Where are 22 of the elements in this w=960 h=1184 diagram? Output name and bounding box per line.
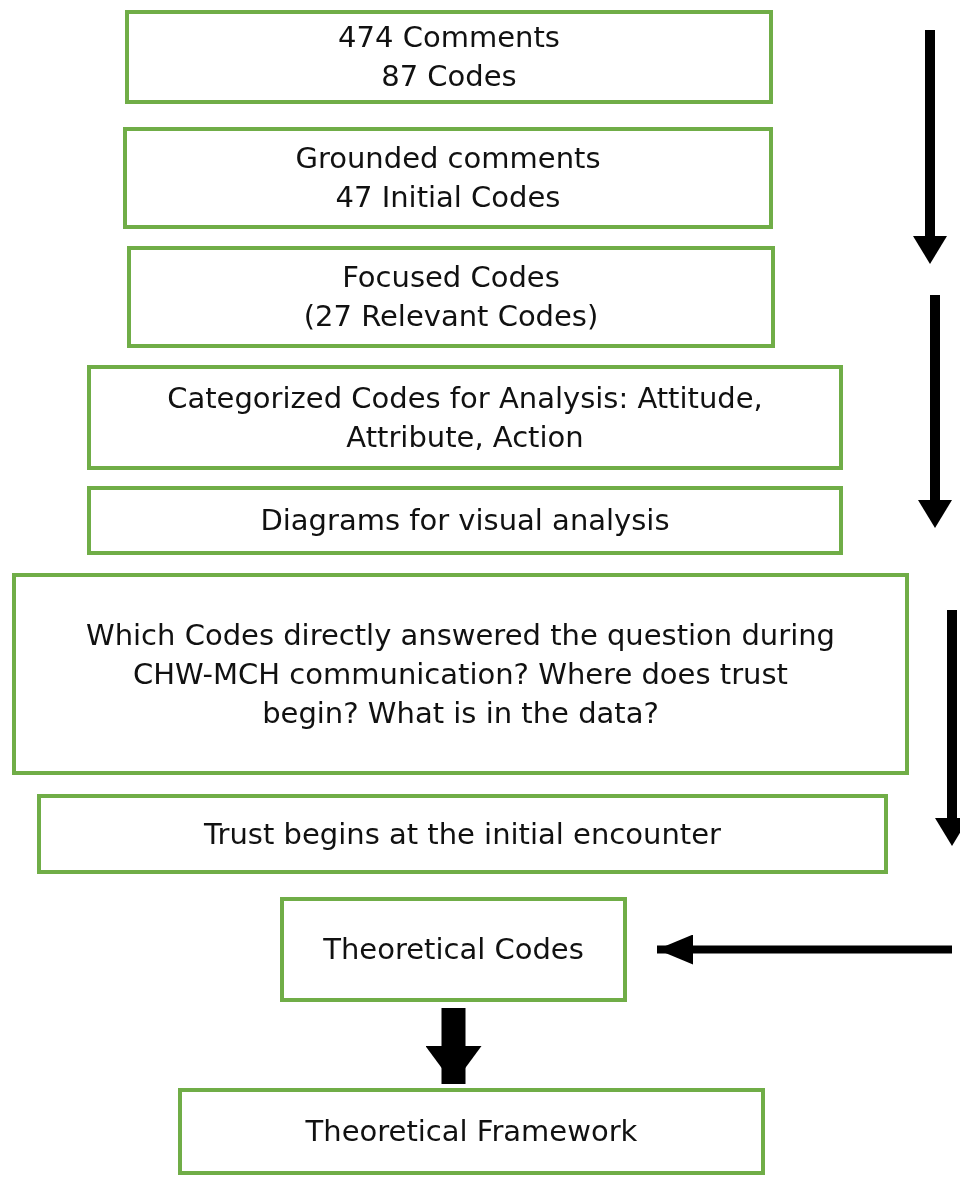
process-box — [178, 1088, 765, 1175]
process-box — [125, 10, 773, 104]
box-text: Theoretical Codes — [323, 931, 584, 968]
process-box — [123, 127, 773, 229]
box-text: Theoretical Framework — [305, 1113, 638, 1150]
box-text: Which Codes directly answered the question during CHW-MCH communication? Where does trust begin? What is in the data? — [85, 616, 836, 732]
box-text: 47 Initial Codes — [335, 179, 561, 216]
process-box — [87, 365, 843, 470]
box-text: Grounded comments — [295, 140, 601, 177]
box-text: Focused Codes — [342, 259, 560, 296]
process-box — [127, 246, 775, 348]
process-box — [87, 486, 843, 555]
process-box — [280, 897, 627, 1002]
process-box — [37, 794, 888, 874]
box-text: 474 Comments — [338, 19, 560, 56]
box-text: Diagrams for visual analysis — [260, 502, 670, 539]
box-text: Categorized Codes for Analysis: Attitude, Attribute, Action — [166, 379, 764, 456]
arrow — [425, 1008, 482, 1084]
box-text: (27 Relevant Codes) — [303, 298, 599, 335]
process-box — [12, 573, 909, 775]
box-text: Trust begins at the initial encounter — [204, 815, 721, 853]
box-text: 87 Codes — [381, 58, 517, 95]
